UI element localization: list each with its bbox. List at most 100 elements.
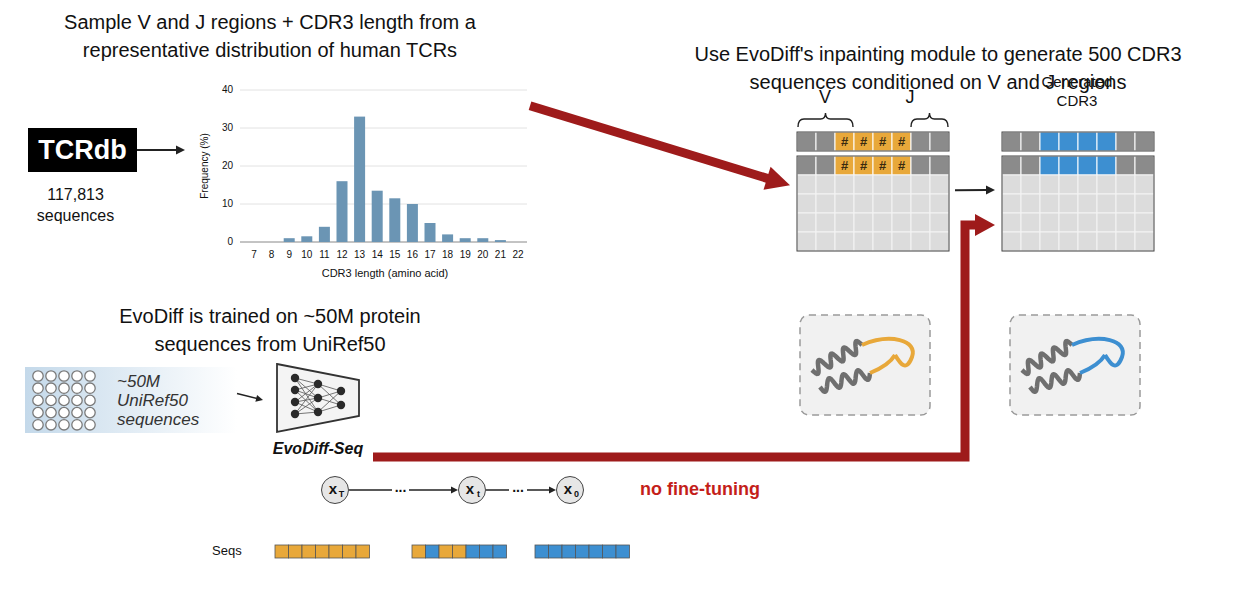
axis-tick: 17 (420, 248, 440, 262)
grid-cell (1116, 156, 1135, 175)
grid-cell (892, 232, 911, 251)
axis-tick: 18 (438, 248, 458, 262)
axis-tick: 15 (385, 248, 405, 262)
arrowhead (986, 186, 995, 195)
grid-cell (1021, 194, 1040, 213)
helix (1030, 370, 1080, 392)
grid-cell (1021, 213, 1040, 232)
histogram-bar (372, 191, 383, 242)
grid-outline (797, 156, 949, 251)
sequence-dot (46, 420, 56, 430)
grid-cell (930, 132, 949, 151)
grid-cell (892, 132, 911, 151)
sequence-cell (549, 545, 563, 558)
sequence-dot (33, 371, 43, 381)
grid-cell (816, 175, 835, 194)
axis-tick: 30 (206, 121, 233, 135)
output-grid: Generated CDR3 (995, 70, 1160, 253)
grid-cell (1097, 232, 1116, 251)
node-text: # (873, 156, 892, 175)
sequence-dot (59, 395, 69, 405)
grid-cell (873, 232, 892, 251)
node-text: CDR3 length (amino acid) (285, 266, 485, 280)
structure-panel (1010, 315, 1140, 415)
grid-cell (854, 132, 873, 151)
grid-cell (835, 194, 854, 213)
node-text: TCRdb (28, 128, 137, 172)
section-heading: Sample V and J regions + CDR3 length fro… (35, 8, 505, 64)
grid-outline (797, 132, 949, 151)
grid-cell (1135, 232, 1154, 251)
grid-cell (1059, 232, 1078, 251)
section-heading: Use EvoDiff's inpainting module to gener… (648, 40, 1228, 96)
grid-cell (1059, 156, 1078, 175)
node-text: 117,813 sequences (23, 184, 128, 226)
axis-tick: 0 (206, 235, 233, 249)
grid-cell (930, 194, 949, 213)
sequence-dot (85, 395, 95, 405)
grid-cell (1040, 175, 1059, 194)
grid-cell (892, 175, 911, 194)
node-text: t (474, 489, 483, 499)
sequence-cell (562, 545, 576, 558)
grid-cell (1002, 232, 1021, 251)
grid-cell (892, 213, 911, 232)
grid-cell (911, 175, 930, 194)
dataset-panel (25, 367, 237, 433)
helix (812, 341, 862, 374)
grid-cell (1059, 175, 1078, 194)
axis-tick: 8 (262, 248, 282, 262)
grid-cell (892, 156, 911, 175)
grid-cell (1135, 213, 1154, 232)
loop (870, 355, 895, 373)
connector-line (955, 189, 987, 191)
grid-cell (1135, 194, 1154, 213)
grid-cell (854, 175, 873, 194)
sequence-cell (466, 545, 480, 558)
grid-line (240, 90, 527, 91)
node-text: ~50M UniRef50 sequences (117, 372, 235, 429)
grid-cell (1135, 156, 1154, 175)
grid-cell (1078, 156, 1097, 175)
grid-cell (816, 156, 835, 175)
state-circle: xt (458, 476, 486, 504)
grid-cell (1059, 213, 1078, 232)
grid-cell (892, 194, 911, 213)
network-unit (291, 398, 299, 406)
axis-tick: 7 (244, 248, 264, 262)
grid-cell (797, 232, 816, 251)
arrowhead (975, 214, 995, 236)
row-label: Seqs (212, 543, 252, 559)
sequence-dot (85, 371, 95, 381)
sequence-cell (589, 545, 603, 558)
sequence-dot (72, 407, 82, 417)
grid-cell (930, 175, 949, 194)
grid-cell (1116, 132, 1135, 151)
grid-cell (873, 175, 892, 194)
node-text: x (465, 481, 475, 497)
axis-tick: 14 (367, 248, 387, 262)
brace (911, 113, 948, 127)
grid-cell (835, 175, 854, 194)
grid-cell (1078, 132, 1097, 151)
sequence-dot (46, 371, 56, 381)
grid-cell (797, 156, 816, 175)
grid-cell (911, 132, 930, 151)
helix (1022, 341, 1072, 374)
network-link (318, 391, 341, 412)
grid-cell (816, 194, 835, 213)
grid-cell (1116, 232, 1135, 251)
sequence-dot (46, 395, 56, 405)
grid-cell (1040, 156, 1059, 175)
grid-cell (1116, 175, 1135, 194)
network-unit (337, 387, 345, 395)
sequence-dot (72, 395, 82, 405)
grid-cell (1135, 175, 1154, 194)
grid-cell (1021, 156, 1040, 175)
grid-cell (1097, 213, 1116, 232)
arrowhead (549, 487, 556, 494)
input-grid: VJ######## (790, 88, 955, 253)
grid-cell (1135, 132, 1154, 151)
histogram-bar (284, 238, 295, 242)
